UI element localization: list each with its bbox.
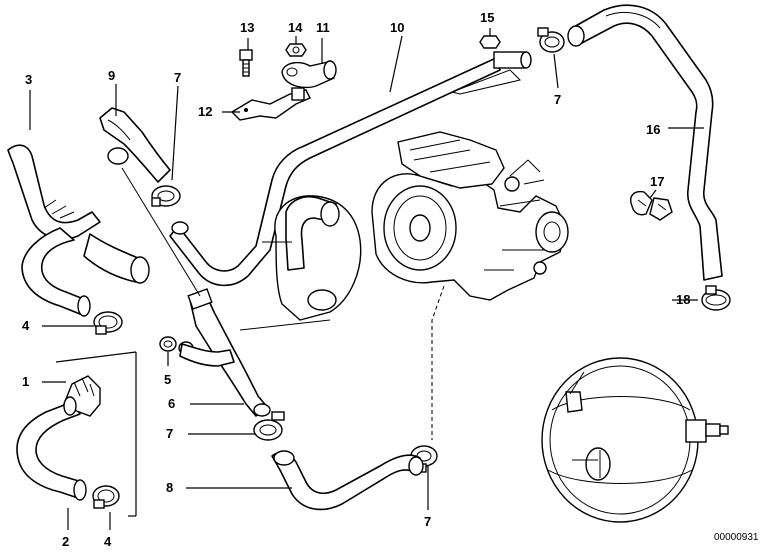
bracket-12 bbox=[230, 87, 311, 121]
callout-11: 11 bbox=[316, 20, 330, 35]
hose-8 bbox=[271, 450, 424, 511]
callout-18: 18 bbox=[676, 292, 690, 307]
clamp-7-b bbox=[537, 27, 565, 53]
callout-labels: 3 9 7 13 14 11 12 10 15 7 16 17 18 4 1 5… bbox=[22, 10, 759, 549]
callout-7-c: 7 bbox=[166, 426, 173, 441]
callout-3: 3 bbox=[25, 72, 32, 87]
brake-booster bbox=[541, 357, 729, 523]
coolant-housing bbox=[239, 195, 362, 331]
callout-15: 15 bbox=[480, 10, 494, 25]
connector-1 bbox=[63, 375, 101, 417]
pipe-10 bbox=[169, 51, 532, 287]
callout-2: 2 bbox=[62, 534, 69, 549]
callout-4-lower: 4 bbox=[104, 534, 112, 549]
callout-4-upper: 4 bbox=[22, 318, 30, 333]
reference-number: 00000931 bbox=[714, 532, 759, 543]
hose-16 bbox=[567, 4, 723, 281]
throttle-housing bbox=[371, 131, 569, 301]
clamp-4-lower bbox=[92, 485, 120, 509]
callout-12: 12 bbox=[198, 104, 212, 119]
callout-10: 10 bbox=[390, 20, 404, 35]
callout-6: 6 bbox=[168, 396, 175, 411]
hose-2 bbox=[16, 401, 87, 501]
clamp-7-a bbox=[151, 185, 181, 207]
bolt-13 bbox=[239, 49, 253, 77]
callout-13: 13 bbox=[240, 20, 254, 35]
nut-15 bbox=[479, 35, 501, 49]
nut-14 bbox=[285, 43, 307, 57]
callout-9: 9 bbox=[108, 68, 115, 83]
callout-14: 14 bbox=[288, 20, 303, 35]
callout-17: 17 bbox=[650, 174, 664, 189]
clamp-4-upper bbox=[93, 311, 123, 335]
hose-9 bbox=[99, 107, 171, 183]
callout-5: 5 bbox=[164, 372, 171, 387]
callout-7-a: 7 bbox=[174, 70, 181, 85]
callout-7-b: 7 bbox=[554, 92, 561, 107]
clamp-18 bbox=[701, 285, 731, 311]
callout-7-d: 7 bbox=[424, 514, 431, 529]
leader-lines bbox=[29, 28, 704, 530]
callout-16: 16 bbox=[646, 122, 660, 137]
fitting-11 bbox=[281, 60, 337, 89]
clip-17 bbox=[630, 190, 673, 221]
clamp-7-c bbox=[253, 411, 285, 441]
callout-8: 8 bbox=[166, 480, 173, 495]
hose-3 bbox=[7, 144, 150, 317]
pipe-6 bbox=[121, 167, 271, 417]
callout-1: 1 bbox=[22, 374, 29, 389]
